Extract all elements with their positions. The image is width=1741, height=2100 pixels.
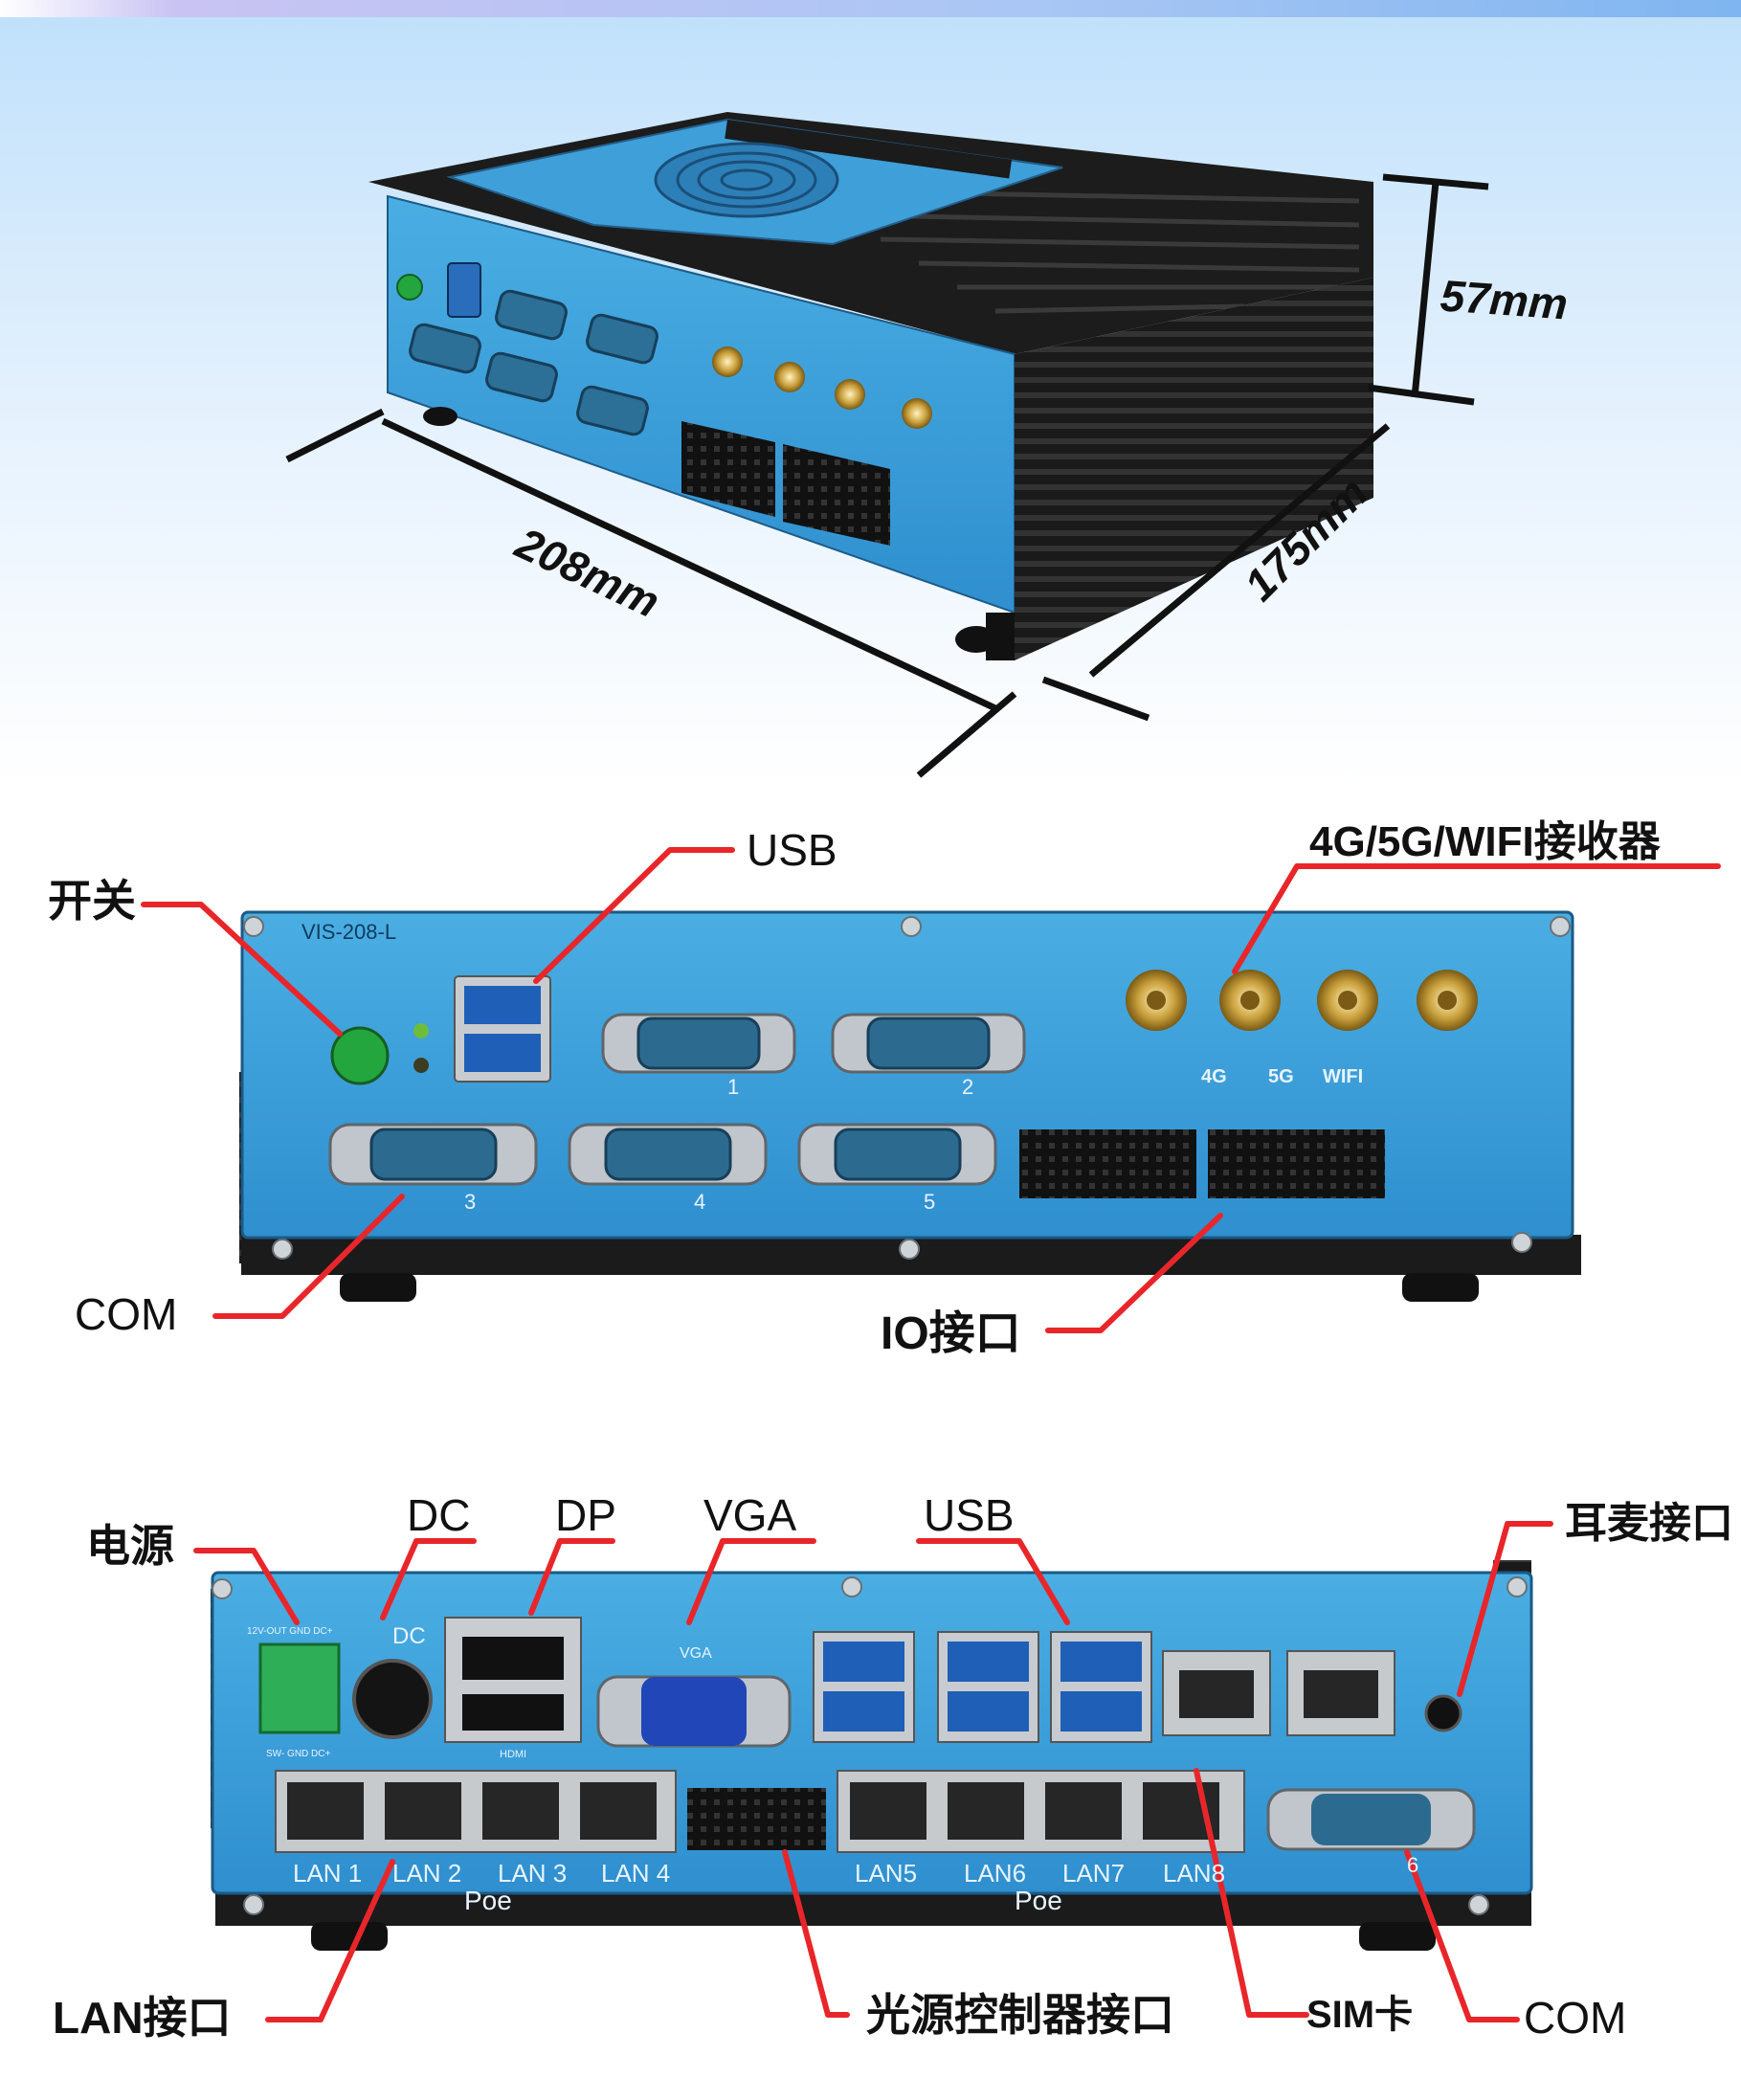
model-silkscreen: VIS-208-L xyxy=(301,920,397,944)
label-switch: 开关 xyxy=(48,876,136,926)
label-light-controller: 光源控制器接口 xyxy=(866,1990,1174,2040)
label-front-usb: USB xyxy=(747,825,837,875)
rear-panel-view xyxy=(211,1560,1533,1951)
antenna-mark-5g: 5G xyxy=(1268,1066,1294,1087)
lan-6: LAN6 xyxy=(964,1859,1027,1888)
com-number-2: 2 xyxy=(962,1075,974,1099)
label-dp: DP xyxy=(555,1490,616,1540)
label-audio: 耳麦接口 xyxy=(1565,1500,1733,1547)
com-number-4: 4 xyxy=(694,1190,706,1214)
height-dimension: 57mm xyxy=(1439,270,1570,329)
com-number-5: 5 xyxy=(924,1190,936,1214)
silk-vga: VGA xyxy=(680,1645,712,1662)
lan-3: LAN 3 xyxy=(498,1859,568,1888)
com-number-3: 3 xyxy=(464,1190,477,1214)
silk-dc: DC xyxy=(392,1623,426,1649)
antenna-mark-wifi: WIFI xyxy=(1323,1066,1364,1087)
silk-power-top: 12V-OUT GND DC+ xyxy=(247,1626,333,1637)
com-number-1: 1 xyxy=(727,1075,740,1099)
lan-7: LAN7 xyxy=(1062,1859,1126,1888)
label-power: 电源 xyxy=(86,1521,174,1571)
silk-hdmi: HDMI xyxy=(500,1749,527,1760)
lan-4: LAN 4 xyxy=(601,1859,671,1888)
poe-right: Poe xyxy=(1015,1886,1062,1915)
top-gradient-bar xyxy=(0,0,1741,17)
lan-8: LAN8 xyxy=(1163,1859,1226,1888)
dimension-lines xyxy=(285,173,1489,778)
device-isometric-view xyxy=(368,112,1373,660)
silk-com-6: 6 xyxy=(1407,1853,1419,1877)
label-lan: LAN接口 xyxy=(53,1993,232,2043)
lan-5: LAN5 xyxy=(855,1859,918,1888)
front-panel-view xyxy=(239,910,1581,1302)
label-front-com: COM xyxy=(75,1289,178,1339)
label-antenna: 4G/5G/WIFI接收器 xyxy=(1309,818,1661,865)
lan-2: LAN 2 xyxy=(392,1859,462,1888)
silk-power-bottom: SW- GND DC+ xyxy=(266,1749,331,1759)
lan-1: LAN 1 xyxy=(293,1859,363,1888)
label-io: IO接口 xyxy=(881,1308,1021,1359)
front-callout-lines xyxy=(141,847,1721,1333)
label-dc: DC xyxy=(407,1490,471,1540)
poe-left: Poe xyxy=(464,1886,512,1915)
label-rear-usb: USB xyxy=(924,1490,1015,1540)
label-vga: VGA xyxy=(703,1490,797,1540)
antenna-mark-4g: 4G xyxy=(1201,1066,1227,1087)
label-sim: SIM卡 xyxy=(1306,1994,1414,2036)
label-rear-com: COM xyxy=(1524,1993,1627,2043)
rear-callout-lines xyxy=(193,1521,1553,2022)
